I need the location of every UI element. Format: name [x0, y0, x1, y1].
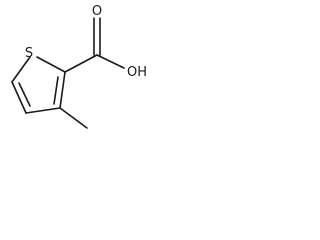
atom-label-sulfur: S	[25, 46, 33, 61]
bond-c2-c3	[59, 71, 66, 109]
bond-s1-c5	[11, 56, 31, 83]
atom-label-hydroxyl: OH	[127, 65, 147, 80]
atom-label-carbonyl-oxygen: O	[92, 4, 102, 19]
bond-c3-methyl	[59, 107, 88, 129]
bond-c4-c5-double	[18, 82, 31, 107]
bond-s1-c2	[36, 56, 66, 73]
bond-c2-c3-double	[53, 76, 59, 105]
thiophene-ring	[11, 56, 66, 114]
chemical-structure-diagram: S O OH	[11, 4, 147, 129]
bond-c2-carboxyl	[64, 54, 98, 73]
carboxylic-acid-group	[64, 17, 125, 73]
methyl-group	[59, 107, 88, 129]
bond-c4-c5	[11, 81, 27, 114]
bond-carboxyl-hydroxyl	[96, 54, 125, 69]
bond-c3-c4	[25, 107, 61, 114]
